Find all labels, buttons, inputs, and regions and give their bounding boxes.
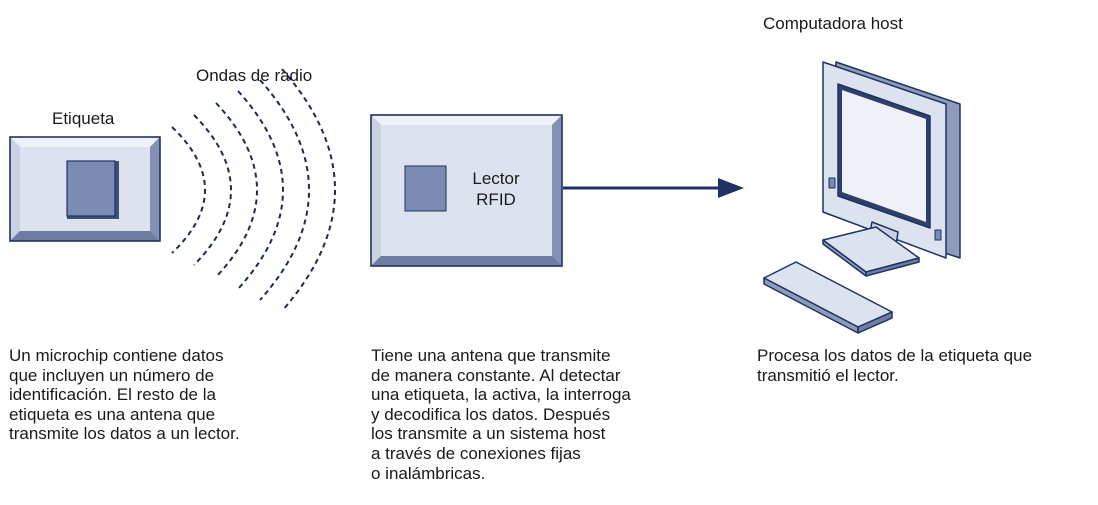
host-description: Procesa los datos de la etiqueta que tra… xyxy=(757,346,1033,385)
reader-label: Lector RFID xyxy=(451,168,541,210)
tag-description: Un microchip contiene datos que incluyen… xyxy=(9,346,240,444)
radio-waves xyxy=(171,68,336,312)
reader-box xyxy=(370,114,563,267)
reader-chip xyxy=(404,165,447,212)
arrow-to-host xyxy=(563,178,744,198)
host-computer-icon xyxy=(763,61,961,334)
tag-label: Etiqueta xyxy=(52,109,115,128)
host-label: Computadora host xyxy=(763,14,903,33)
radio-waves-label: Ondas de radio xyxy=(196,66,313,85)
tag-microchip xyxy=(66,160,119,219)
reader-description: Tiene una antena que transmite de manera… xyxy=(371,346,631,483)
reader-label-line2: RFID xyxy=(476,190,516,209)
reader-label-line1: Lector xyxy=(472,169,520,188)
